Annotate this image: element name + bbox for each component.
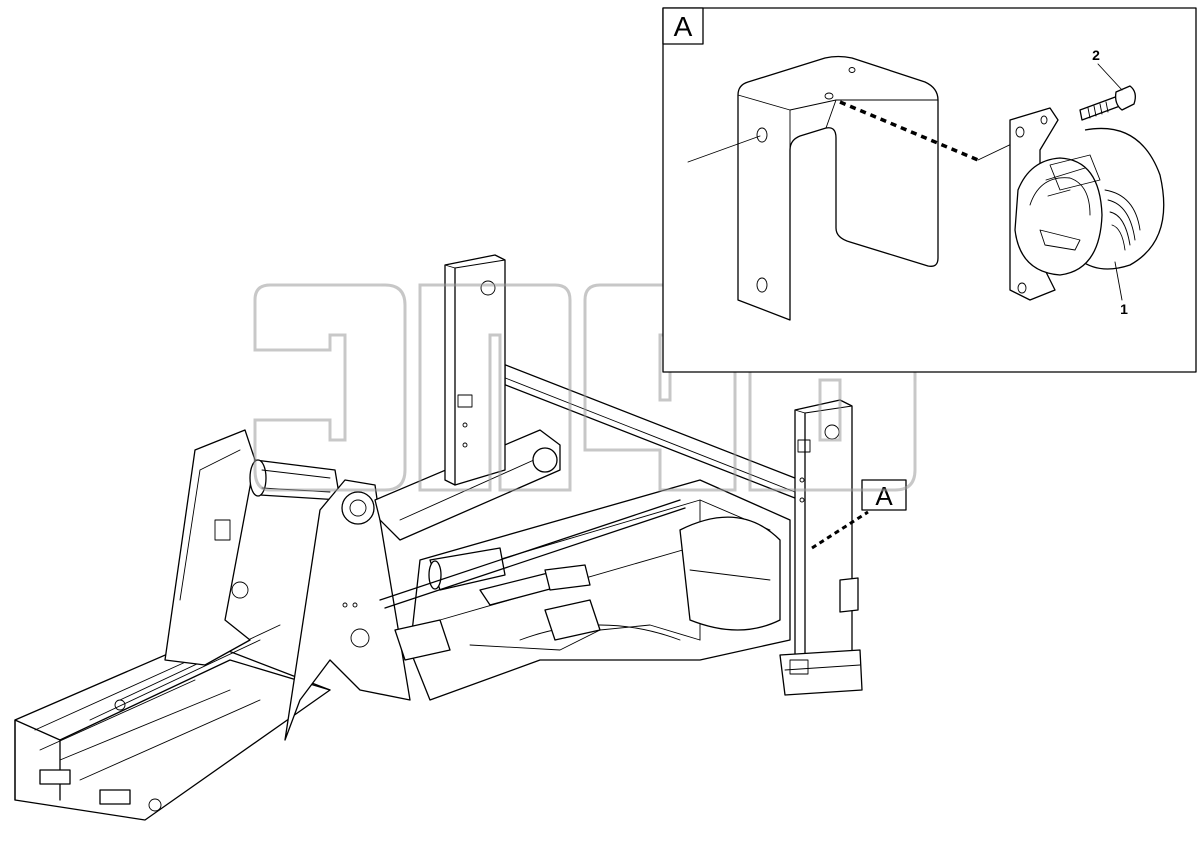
item-number-1: 1: [1120, 301, 1128, 317]
callout-a-label: A: [875, 481, 893, 511]
assembly-path: [839, 100, 979, 162]
detail-view-a: A: [662, 7, 1197, 373]
bolt-part: [1079, 63, 1136, 121]
loader-frame: [14, 254, 863, 821]
detail-label-box: [662, 7, 704, 45]
detail-label: A: [674, 11, 693, 42]
leader-dashed: [811, 510, 869, 550]
horn-part: [1009, 107, 1165, 301]
item-number-2: 2: [1092, 47, 1100, 63]
mounting-bracket: [737, 55, 939, 321]
